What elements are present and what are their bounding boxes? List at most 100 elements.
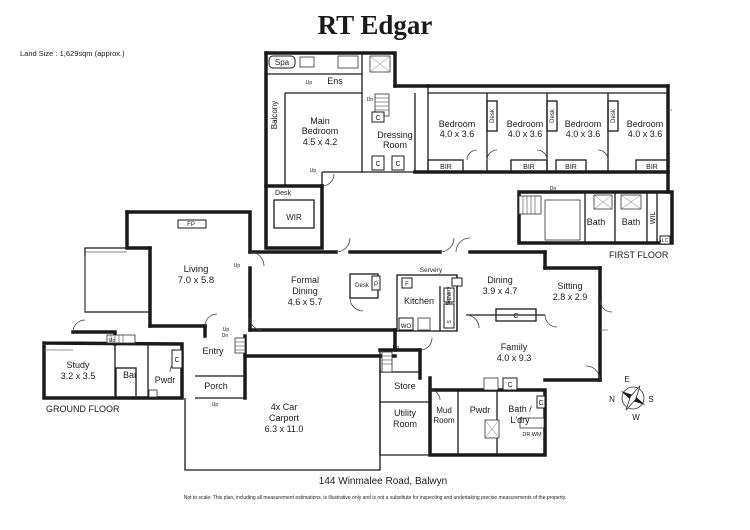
ground-floor-label: GROUND FLOOR (46, 404, 120, 414)
dining-label: Dining (487, 275, 513, 285)
bedroom-1-label: Bedroom (439, 119, 476, 129)
bir-label-3: BIR (565, 164, 577, 171)
brand-title: RT Edgar (318, 10, 433, 40)
utility-label-1: Utility (394, 408, 416, 418)
main-bedroom-label-2: Bedroom (302, 126, 339, 136)
living-dims: 7.0 x 5.8 (178, 275, 214, 286)
compass-n: N (609, 395, 615, 404)
drwm-label: DR WM (522, 432, 542, 438)
balcony-label: Balcony (270, 101, 279, 129)
c-label-2: C (375, 161, 380, 168)
carport-label-1: 4x Car (271, 402, 298, 412)
bedroom-3-dims: 4.0 x 3.6 (566, 129, 601, 139)
stair-markers: Up Dn Up Dn Up Dn Up Up Up Up (109, 80, 557, 408)
spa-label: Spa (275, 58, 290, 67)
pwdr-label-family: Pwdr (470, 405, 491, 415)
bath-label-2: Bath (622, 217, 641, 227)
up-marker-4: Up (109, 338, 116, 344)
desk-label-3: Desk (611, 108, 617, 123)
first-floor-label: FIRST FLOOR (609, 250, 669, 260)
dw-label: DW (447, 292, 453, 301)
bedroom-4-dims: 4.0 x 3.6 (628, 129, 663, 139)
compass-e: E (624, 375, 629, 384)
land-size: Land Size : 1,629sqm (approx.) (20, 49, 125, 58)
bir-label-4: BIR (646, 164, 658, 171)
formal-dining-label-2: Dining (292, 286, 318, 296)
formal-dining-label-1: Formal (291, 275, 319, 285)
desk-label-2: Desk (550, 108, 556, 123)
bath-ldry-label-1: Bath / (508, 404, 532, 414)
dressing-label-2: Room (383, 140, 407, 150)
store-label: Store (394, 381, 416, 391)
mud-label-1: Mud (436, 406, 452, 415)
desk-label-1: Desk (490, 108, 496, 123)
dressing-label-1: Dressing (377, 130, 413, 140)
compass-s: S (648, 395, 653, 404)
carport-label-2: Carport (269, 413, 300, 423)
main-bedroom-dims: 4.5 x 4.2 (303, 137, 338, 147)
f-label: F (405, 282, 409, 288)
servery-label-top: Servery (420, 267, 443, 274)
windows (44, 109, 672, 351)
carport-dims: 6.3 x 11.0 (265, 424, 304, 434)
study-dims: 3.2 x 3.5 (61, 371, 96, 381)
formal-dining-dims: 4.6 x 5.7 (288, 297, 323, 307)
bedroom-2-dims: 4.0 x 3.6 (508, 129, 543, 139)
door-swings (72, 149, 613, 401)
dn-marker-3: Dn (222, 333, 229, 339)
kitchen-label: Kitchen (404, 296, 434, 306)
dn-marker-2: Dn (550, 186, 557, 192)
bath-label-1: Bath (587, 217, 606, 227)
family-dims: 4.0 x 9.3 (497, 353, 532, 363)
ens-label: Ens (327, 76, 343, 86)
living-label: Living (184, 264, 209, 275)
fp-label: FP (187, 222, 195, 228)
family-label: Family (501, 342, 528, 352)
c-label-4: C (513, 313, 518, 320)
desk-label-kitchen: Desk (355, 283, 370, 289)
first-floor-walls (264, 51, 674, 250)
main-bedroom-label-1: Main (310, 116, 330, 126)
bath-ldry-label-2: L'dry (510, 415, 530, 425)
servery-label-side: Servery (446, 286, 452, 305)
bar-label: Bar (123, 370, 137, 380)
fixture-letters: C C C P F DW S C C C C C (174, 115, 663, 407)
wir-label: WIR (286, 213, 302, 222)
wil-label: WIL (650, 212, 657, 225)
up-marker-6: Up (393, 345, 400, 351)
up-marker-7: Up (212, 402, 219, 408)
c-label-8: C (657, 239, 663, 243)
wo-label: WO (401, 324, 412, 330)
fixtures (148, 55, 671, 439)
pwdr-label-ground: Pwdr (155, 375, 176, 385)
porch-label: Porch (204, 381, 228, 391)
up-marker-3: Up (234, 263, 241, 269)
bedroom-2-label: Bedroom (507, 119, 544, 129)
ground-floor-walls (42, 210, 602, 471)
sitting-label: Sitting (557, 281, 582, 291)
disclaimer: Not to scale: This plan, including all m… (184, 495, 567, 501)
c-label-3: C (395, 161, 400, 168)
dining-dims: 3.9 x 4.7 (483, 286, 518, 296)
mud-label-2: Room (433, 416, 455, 425)
dn-marker-1: Dn (367, 97, 374, 103)
desk-label-main: Desk (275, 190, 291, 197)
sitting-dims: 2.8 x 2.9 (553, 292, 588, 302)
compass-rose: E S N W (609, 375, 654, 422)
s-label: S (447, 320, 453, 324)
entry-label: Entry (202, 346, 224, 356)
c-label-7: C (538, 400, 543, 407)
bedroom-3-label: Bedroom (565, 119, 602, 129)
up-marker-2: Up (310, 168, 317, 174)
address: 144 Winmalee Road, Balwyn (319, 476, 447, 487)
c-label-6: C (507, 382, 512, 389)
utility-label-2: Room (393, 419, 417, 429)
bir-label-2: BIR (523, 164, 535, 171)
study-label: Study (66, 360, 90, 370)
up-marker-1: Up (306, 80, 313, 86)
lc-label: LC (662, 238, 669, 244)
c-label-1: C (375, 115, 380, 122)
bir-label-1: BIR (440, 164, 452, 171)
